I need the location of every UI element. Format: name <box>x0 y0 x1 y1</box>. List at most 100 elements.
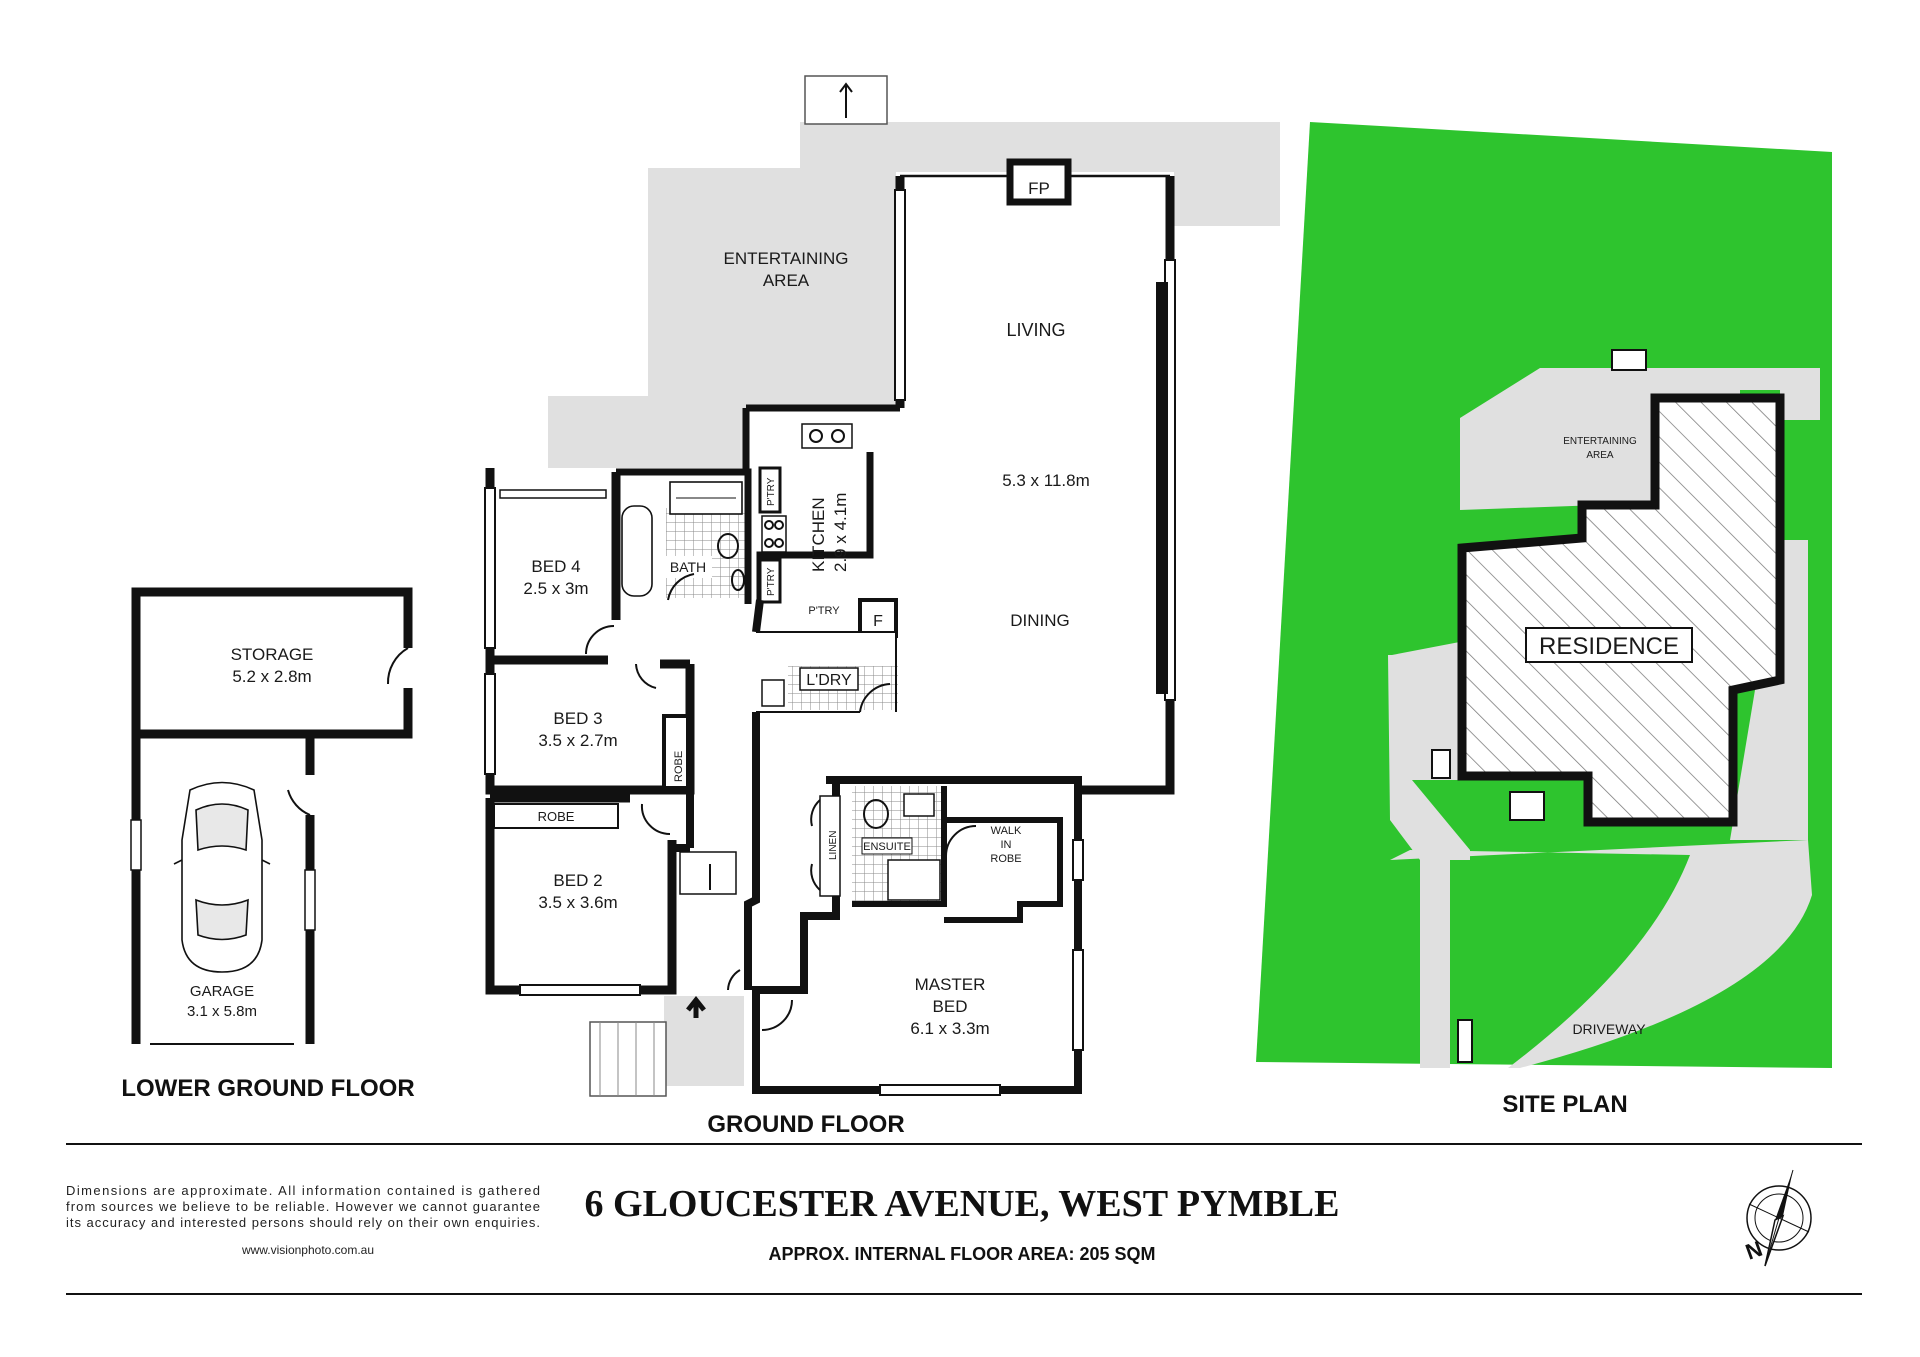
driveway-area <box>1390 840 1812 1068</box>
bed2-dims: 3.5 x 3.6m <box>538 893 617 912</box>
entertaining-label-1: ENTERTAINING <box>724 249 849 268</box>
bath-label: BATH <box>670 559 706 575</box>
entertaining-area <box>548 122 1280 468</box>
site-entertaining-label-2: AREA <box>1586 450 1614 461</box>
site-path-left <box>1392 640 1470 780</box>
fireplace <box>1006 158 1072 206</box>
fridge-label: F <box>873 613 883 630</box>
laundry-tub <box>761 679 785 707</box>
burner-4 <box>774 538 784 548</box>
walk-in-robe-walls <box>944 817 1063 923</box>
master-door <box>761 999 793 1031</box>
living-east-wall <box>1156 282 1168 694</box>
toilet <box>717 533 739 559</box>
bed3-dims: 3.5 x 2.7m <box>538 731 617 750</box>
entry-steps <box>589 1021 667 1097</box>
storage-dims: 5.2 x 2.8m <box>232 667 311 686</box>
bed2-window <box>519 984 641 996</box>
walk-in-label-3: ROBE <box>990 853 1021 865</box>
burner-3 <box>764 538 774 548</box>
laundry-label: L'DRY <box>806 672 852 689</box>
ensuite-label-box <box>861 837 913 855</box>
garage-walls <box>131 729 408 1044</box>
master-bed-label-1: MASTER <box>915 975 986 994</box>
bed2-robe <box>493 803 619 829</box>
entry-door <box>727 969 741 991</box>
garage-window-left <box>130 819 142 871</box>
pantry-2 <box>758 558 782 604</box>
bed3-label: BED 3 <box>553 709 602 728</box>
bed3-window <box>484 673 496 775</box>
disclaimer-line-2: from sources we believe to be reliable. … <box>66 1199 540 1214</box>
site-steps-drive <box>1457 1019 1473 1063</box>
lower-ground-floor: STORAGE 5.2 x 2.8m GARAGE 3.1 x 5.8m LOW… <box>121 587 416 1102</box>
kitchen-label: KITCHEN <box>809 497 828 572</box>
bed4-dims: 2.5 x 3m <box>523 579 588 598</box>
master-bed-label-2: BED <box>933 997 968 1016</box>
compass-north-label: N <box>1742 1236 1765 1265</box>
ensuite-toilet <box>863 799 889 829</box>
bath-tiles <box>666 508 748 598</box>
laundry-door <box>859 683 891 713</box>
kitchen-dims: 2.9 x 4.1m <box>831 493 850 572</box>
pantry-1-label: P'TRY <box>766 477 777 506</box>
laundry-walls <box>756 631 897 713</box>
laundry-label-box <box>799 667 859 691</box>
steps-arrow-head <box>839 82 853 93</box>
footer: Dimensions are approximate. All informat… <box>66 1143 1862 1295</box>
master-bed-dims: 6.1 x 3.3m <box>910 1019 989 1038</box>
ensuite-label: ENSUITE <box>863 841 911 853</box>
floor-area: APPROX. INTERNAL FLOOR AREA: 205 SQM <box>768 1244 1155 1264</box>
burner-1 <box>764 520 774 530</box>
site-paving-right <box>1730 540 1808 840</box>
storage-door-gap <box>402 648 416 688</box>
ensuite-door <box>945 825 977 857</box>
fireplace-label: FP <box>1028 179 1050 198</box>
ground-floor-title: GROUND FLOOR <box>707 1111 904 1138</box>
bath-basin <box>731 569 745 591</box>
disclaimer-line-1: Dimensions are approximate. All informat… <box>66 1183 540 1198</box>
master-window-south <box>879 1084 1001 1096</box>
site-steps-front <box>1509 791 1545 821</box>
linen-door-1 <box>810 799 821 827</box>
walk-in-label-2: IN <box>1001 839 1012 851</box>
walk-in-label-1: WALK <box>991 825 1022 837</box>
living-dining-dims: 5.3 x 11.8m <box>1002 471 1090 490</box>
ensuite-inner-walls <box>852 786 947 907</box>
storage-label: STORAGE <box>231 645 314 664</box>
garage-window-right <box>304 869 316 931</box>
website-link[interactable]: www.visionphoto.com.au <box>241 1243 374 1257</box>
site-steps-side <box>1431 749 1451 779</box>
burner-2 <box>774 520 784 530</box>
master-window-east-1 <box>1072 839 1084 881</box>
residence-label-box <box>1525 627 1693 663</box>
ensuite-walls <box>752 776 1082 1094</box>
garage-side-door <box>287 789 311 816</box>
ensuite-basin <box>903 793 935 817</box>
site-plan: RESIDENCE ENTERTAINING AREA DRIVEWAY SIT… <box>1256 122 1832 1118</box>
linen-cupboard <box>819 795 841 897</box>
bed3-robe-label: ROBE <box>673 751 685 782</box>
sink-bowl-2 <box>831 429 845 443</box>
bed2-door <box>640 803 671 836</box>
bed4-window-west <box>484 487 496 649</box>
site-plan-title: SITE PLAN <box>1502 1091 1627 1118</box>
pantry-3-label: P'TRY <box>808 605 840 617</box>
garage-dims: 3.1 x 5.8m <box>187 1003 257 1020</box>
residence-label: RESIDENCE <box>1539 633 1679 660</box>
entertaining-label-2: AREA <box>763 271 810 290</box>
dining-label: DINING <box>1010 611 1070 630</box>
storage-door <box>386 647 409 685</box>
entry-porch <box>664 996 744 1086</box>
linen-label: LINEN <box>828 831 839 860</box>
bath-label-bg <box>666 556 712 578</box>
linen-door-2 <box>810 863 821 891</box>
garage-label: GARAGE <box>190 983 254 1000</box>
site-steps-top <box>1611 349 1647 371</box>
bed4-label: BED 4 <box>531 557 580 576</box>
car-icon <box>173 781 271 973</box>
disclaimer-line-3: its accuracy and interested persons shou… <box>66 1215 540 1230</box>
ensuite-shower <box>887 859 941 901</box>
bath-door <box>667 573 695 601</box>
